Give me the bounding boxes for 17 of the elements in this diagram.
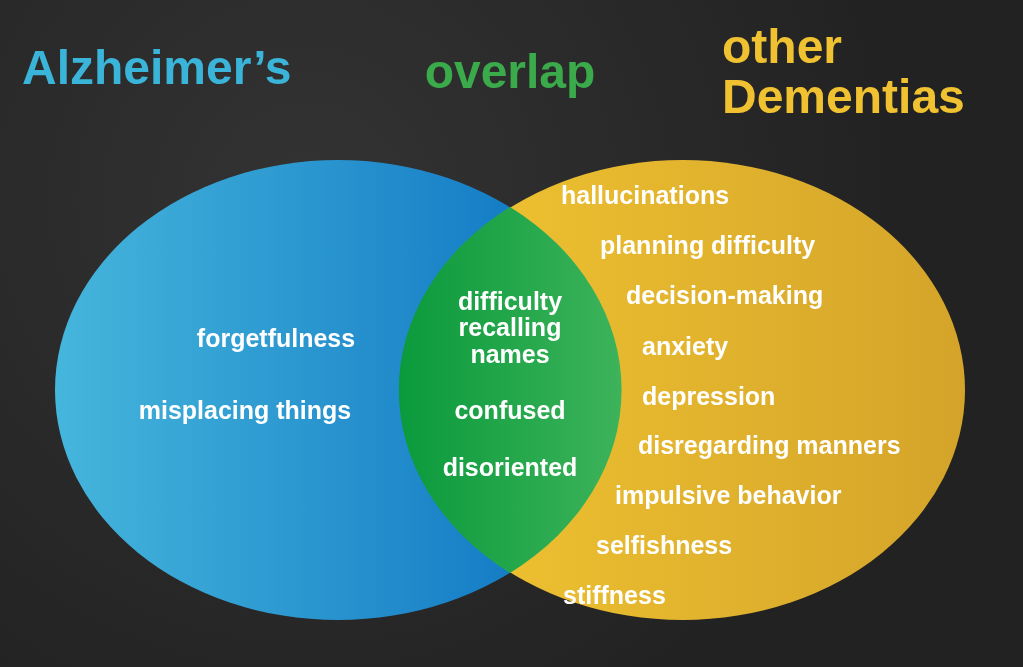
symptom-label: impulsive behavior (615, 481, 842, 509)
shared-symptom-label: confused (454, 396, 566, 424)
set-heading: Alzheimer’s (22, 42, 292, 94)
symptom-label: disregarding manners (638, 431, 901, 459)
symptom-label: planning difficulty (600, 231, 816, 259)
symptom-label: decision-making (626, 281, 824, 309)
shared-symptom-label: difficulty recalling names (456, 287, 564, 367)
symptom-label: stiffness (563, 581, 666, 609)
symptom-label: depression (642, 382, 776, 410)
set-heading: overlap (424, 46, 596, 98)
shared-symptom-label: disoriented (442, 453, 578, 481)
symptom-label: misplacing things (138, 396, 352, 424)
symptom-label: forgetfulness (196, 324, 356, 352)
symptom-label: hallucinations (561, 181, 730, 209)
set-heading: other Dementias (722, 21, 966, 123)
symptom-label: selfishness (596, 531, 733, 559)
symptom-label: anxiety (642, 332, 729, 360)
